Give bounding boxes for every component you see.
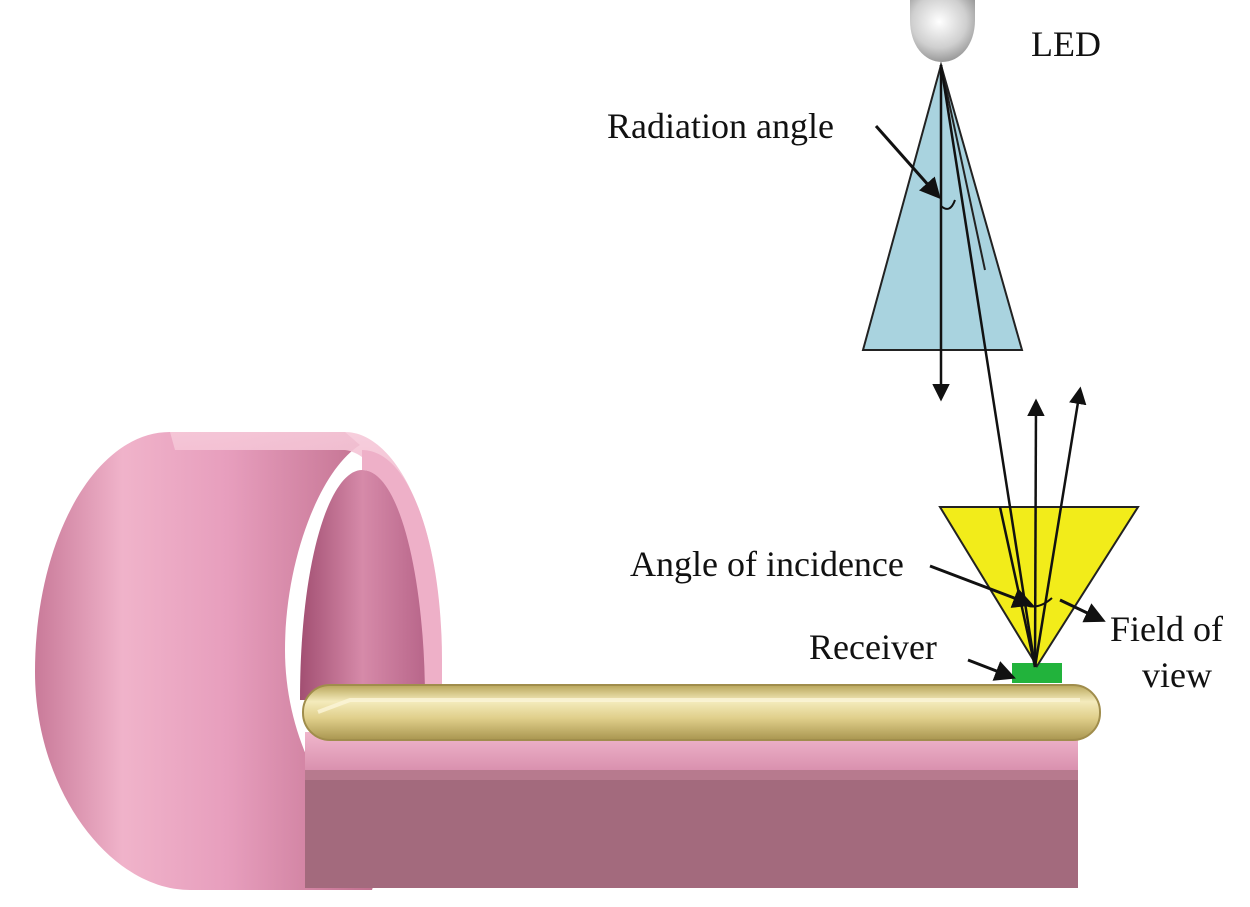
rod-highlight: [317, 698, 1080, 714]
patient-table: [305, 732, 1078, 888]
led-icon: [910, 0, 975, 62]
radiation-angle-arc: [940, 199, 956, 210]
table-front: [305, 770, 1078, 888]
led-cone-inner-edge: [940, 64, 986, 271]
mri-ring: [35, 432, 442, 890]
ray-reflect-2: [1033, 386, 1087, 668]
radiation-angle-pointer: [874, 125, 941, 200]
incidence-angle-pointer: [929, 564, 1034, 608]
led-bulb: [910, 0, 975, 62]
angle-of-incidence-label: Angle of incidence: [630, 544, 904, 584]
light-rays: [932, 64, 1087, 668]
fov-edge-left: [998, 506, 1037, 668]
field-of-view-label-line1: Field of: [1110, 609, 1223, 649]
pointer-arrows: [874, 125, 1106, 681]
ray-incident: [939, 64, 1037, 668]
receiver-label: Receiver: [809, 627, 937, 667]
receiver: [1012, 663, 1062, 683]
ring-outer-right: [362, 450, 442, 700]
table-front-shade: [305, 770, 1078, 780]
fov-pointer: [1059, 598, 1106, 623]
radiation-angle-label: Radiation angle: [607, 106, 834, 146]
ray-reflect-1: [1027, 398, 1045, 668]
ring-body: [35, 432, 385, 890]
rod-body: [302, 684, 1101, 741]
field-of-view-label-line2: view: [1142, 655, 1212, 695]
receiver-pointer: [967, 658, 1016, 681]
patient-rod: [302, 684, 1101, 741]
field-of-view-cone: [938, 506, 1140, 668]
led-label: LED: [1031, 24, 1101, 64]
ring-inner-bore: [300, 470, 425, 700]
